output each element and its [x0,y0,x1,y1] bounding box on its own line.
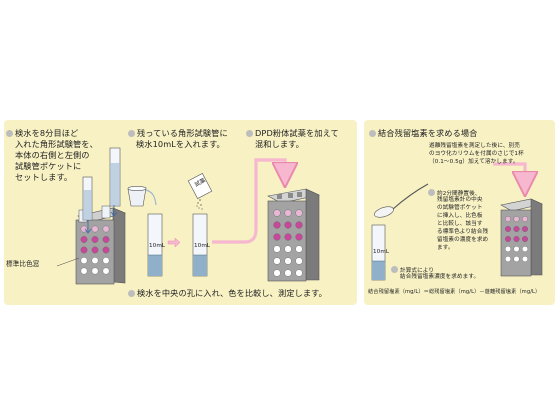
combined-note2-line8: ます。 [437,245,454,251]
color-dot [295,257,303,265]
tube-mark-10ml: 10mL [373,249,390,255]
color-dot [513,225,520,232]
color-dot [522,235,529,242]
color-dot [102,246,110,254]
combined-note2-line6: る標準色より結合残 [437,229,489,235]
color-dot [505,245,512,252]
color-dot [80,257,88,264]
color-dot [522,245,529,252]
tube-insert-right [109,147,121,217]
combined-note1-line2: のヨウ化カリウムを付属のさじで1杯 [429,151,524,157]
color-dot [102,225,110,233]
combined-note2-line2: 残留塩素計の中央 [437,197,483,203]
color-dots-step1 [80,225,110,275]
powder-stream [196,199,203,210]
pink-arrow-small [167,237,181,248]
combined-note1-line1: 遊離残留塩素を測定した後に、別売 [429,143,520,149]
color-dot [295,269,303,277]
color-dot [102,257,110,264]
color-dot [273,209,281,217]
color-dot [513,256,520,263]
step1-line4: 試験管ポケットに [15,161,82,171]
pink-arrow-to-device [212,158,285,244]
color-dot [102,236,110,243]
reagent-packet [187,173,213,199]
step2-line2: 検水10mLを入れます。 [136,139,225,149]
color-dot [295,233,303,241]
color-dot [505,235,512,242]
step1-line5: セットします。 [15,172,73,182]
pour-stream [145,189,157,206]
color-dot [284,233,292,241]
step1-instruction: 検水を8分目ほど [6,128,78,139]
spoon-icon [374,183,429,218]
color-dot [513,235,520,242]
color-dot [513,215,520,222]
color-dot [295,221,303,229]
step2-instruction: 残っている角形試験管に [128,128,228,139]
color-dot [273,233,281,241]
color-dot [91,225,99,233]
step1-line2: 入れた角形試験管を、 [15,139,98,149]
color-dot [273,245,281,253]
step3-line2: 混和します。 [255,139,304,149]
color-dot [91,236,99,243]
combined-note2-line3: の試験管ポケット [437,205,483,211]
color-dot [284,209,292,217]
color-dot [273,257,281,265]
color-dot [522,225,529,232]
combined-title: 結合残留塩素を求める場合 [369,128,477,139]
color-dot [102,267,110,275]
color-dot [80,267,88,275]
color-dot [295,245,303,253]
color-dot [284,257,292,265]
combined-note3-line2: 結合残留塩素濃度を求めます。 [400,274,480,280]
color-dot [91,246,99,254]
tube-insert-left [82,176,93,234]
color-window-leader-line [56,257,80,267]
color-dot [91,267,99,275]
color-dot [284,269,292,277]
step3-instruction: DPD粉体試薬を加えて [246,128,339,139]
test-tube-combined [371,224,386,281]
combined-note3: 計算式により [391,266,434,275]
color-dot [284,245,292,253]
color-dot [80,236,88,243]
tube-mark-10ml: 10mL [194,243,211,249]
combined-formula: 結合残留塩素（mg/L）＝総残留塩素（mg/L）－遊離残留塩素（mg/L） [368,289,541,295]
pink-arrow-combined [493,162,525,184]
combined-note2: 約2分間静置後、 [428,189,481,198]
tube-mark-10ml: 10mL [149,243,166,249]
color-dot [273,221,281,229]
color-dot [505,256,512,263]
color-dot [522,215,529,222]
color-dot [80,225,88,233]
sample-cup [127,186,147,207]
combined-note1-line3: （0.1〜0.5g）加えて溶かします。 [429,159,519,165]
color-dot [91,257,99,264]
test-tube-step3 [192,213,208,277]
color-dot [295,209,303,217]
color-dot [505,225,512,232]
combined-note2-line4: に挿入し、比色板 [437,213,483,219]
color-dot [513,245,520,252]
step1-line3: 本体の右側と左側の [15,150,90,160]
color-dot [80,246,88,254]
color-dot [284,221,292,229]
combined-note2-line5: と比較し、該当す [437,221,483,227]
color-dot [505,215,512,222]
combined-note2-line7: 留塩素の濃度を求め [437,237,489,243]
color-dot [522,256,529,263]
test-tube-step2 [147,213,163,277]
color-dots-step4 [273,209,303,277]
step4-instruction: 検水を中央の孔に入れ、色を比較し、測定します。 [128,288,327,299]
color-dot [273,269,281,277]
color-dots-combined [505,215,529,263]
color-window-label: 標準比色窓 [6,260,40,268]
